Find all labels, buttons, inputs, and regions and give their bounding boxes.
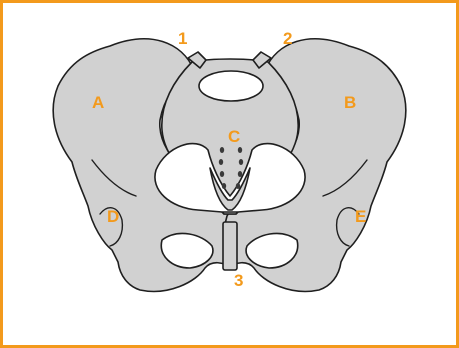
- label-a: A: [92, 94, 104, 111]
- label-3: 3: [234, 272, 243, 289]
- sacral-canal: [199, 71, 263, 101]
- label-e: E: [355, 208, 366, 225]
- label-b: B: [344, 94, 356, 111]
- label-2: 2: [283, 30, 292, 47]
- pubic-symphysis: [223, 222, 237, 270]
- label-c: C: [228, 128, 240, 145]
- label-1: 1: [178, 30, 187, 47]
- label-d: D: [107, 208, 119, 225]
